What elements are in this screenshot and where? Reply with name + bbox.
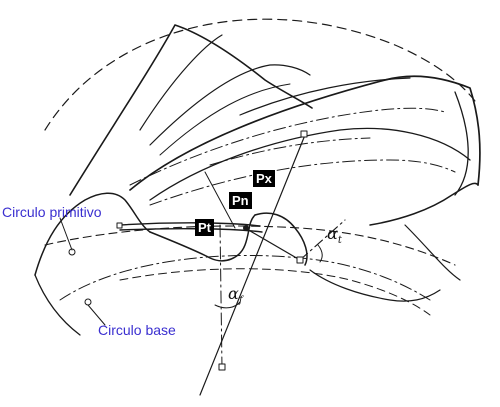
- alpha-f-subscript: f: [238, 295, 243, 307]
- upper-tooth-outline: [69, 24, 313, 196]
- left-body-edge: [34, 274, 81, 336]
- front-tooth-outline: [129, 75, 481, 191]
- front-tooth-root-right: [404, 224, 461, 281]
- alpha-t-symbol: α: [327, 224, 338, 243]
- alpha-f-symbol: α: [228, 284, 239, 303]
- alpha-f-label: αf: [228, 284, 243, 306]
- pitch-circle-dashed: [44, 225, 456, 266]
- upper-tooth-flank-2: [149, 64, 311, 146]
- action-line: [199, 134, 306, 396]
- pt-tag: Pt: [195, 219, 214, 236]
- upper-tooth-flank-1: [139, 34, 223, 131]
- tangent-line-right: [299, 219, 346, 261]
- point-marker-top-right: [300, 130, 308, 138]
- pitch-circle-label: Circulo primitivo: [2, 204, 102, 220]
- point-marker-right: [296, 256, 304, 264]
- helix-dashdot-3: [209, 137, 371, 166]
- alpha-f-arc: [214, 301, 241, 309]
- helix-dashdot-1: [129, 107, 446, 186]
- leader-base-circle: [87, 304, 106, 326]
- alpha-t-label: αt: [327, 224, 342, 246]
- lower-right-outline: [309, 269, 441, 302]
- alpha-t-arc: [317, 244, 323, 263]
- leader-pitch-circle: [59, 217, 73, 251]
- lower-left-gap: [149, 214, 256, 262]
- vertical-reference-line: [219, 224, 223, 369]
- addendum-dashed-arc: [44, 18, 479, 131]
- front-tooth-inner-curve: [149, 127, 471, 201]
- front-tooth-flank-right: [454, 91, 469, 196]
- pn-tag: Pn: [229, 192, 252, 209]
- px-tag: Px: [253, 170, 275, 187]
- point-marker-base-circle: [84, 298, 92, 306]
- normal-line: [244, 227, 301, 261]
- base-circle-dashdot: [59, 254, 431, 301]
- helix-dashdot-2: [149, 159, 456, 206]
- point-marker-pitch-left: [116, 222, 123, 229]
- point-marker-pt: [243, 225, 249, 231]
- upper-tooth-flank-3: [159, 83, 291, 156]
- alpha-t-subscript: t: [337, 235, 342, 247]
- front-tooth-top-edge: [239, 77, 411, 116]
- point-marker-bottom: [218, 363, 226, 371]
- dedendum-dashed-arc: [119, 268, 431, 316]
- base-circle-label: Circulo base: [98, 322, 176, 338]
- lower-left-tooth: [34, 192, 151, 276]
- pn-connector: [204, 171, 236, 229]
- front-tooth-lower-edge: [369, 182, 479, 226]
